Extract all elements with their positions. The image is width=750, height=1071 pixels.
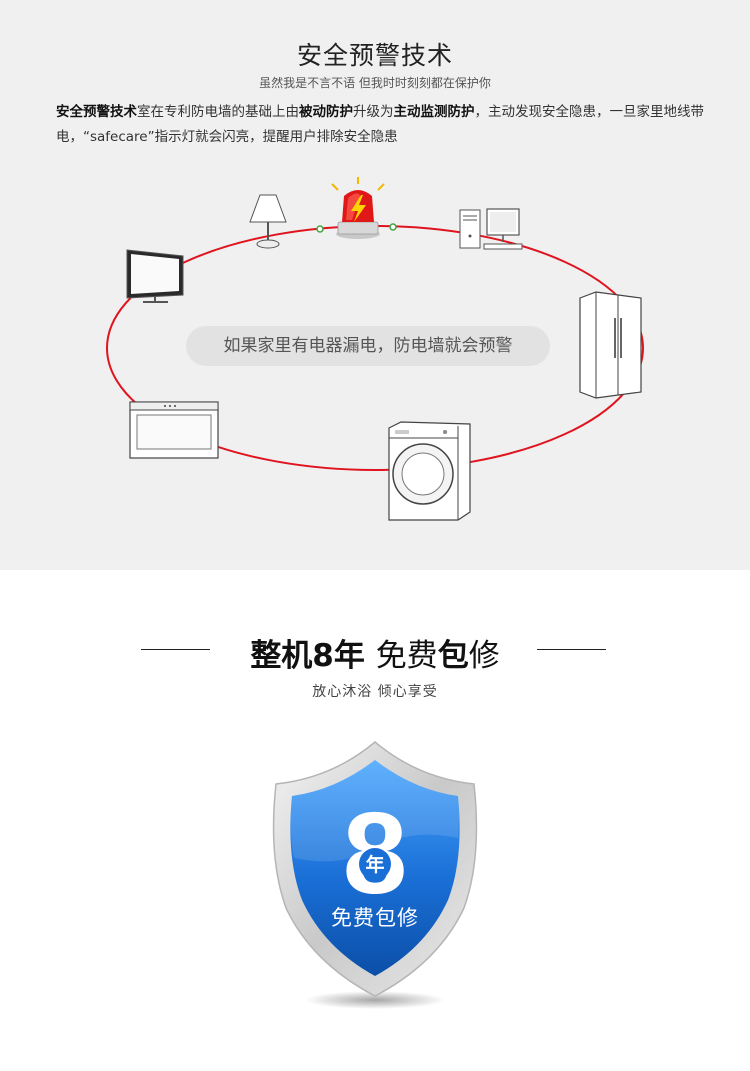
desc-bold-3: 主动监测防护 [393, 104, 475, 120]
safety-subtitle: 虽然我是不言不语 但我时时刻刻都在保护你 [259, 76, 491, 90]
safety-description: 安全预警技术室在专利防电墙的基础上由被动防护升级为主动监测防护，主动发现安全隐患… [56, 100, 706, 150]
title-divider-right [537, 649, 606, 650]
warranty-title-bold-2: 包 [437, 638, 469, 674]
computer-icon [459, 208, 523, 250]
warranty-subtitle: 放心沐浴 倾心享受 [312, 684, 438, 700]
desc-bold-2: 被动防护 [299, 104, 353, 120]
ring-node-right [389, 223, 397, 231]
desc-text-2: 升级为 [353, 104, 394, 120]
range-hood-icon [129, 401, 219, 459]
ring-node-left [316, 225, 324, 233]
safety-title: 安全预警技术 [296, 41, 453, 70]
warranty-title: 整机8年 免费包修 [0, 630, 750, 675]
badge-caption: 免费包修 [331, 906, 419, 930]
alarm-light-icon [331, 177, 385, 239]
refrigerator-icon [579, 291, 642, 399]
warranty-title-light-1: 免费 [375, 638, 438, 674]
warranty-shield-badge: 8 年 免费包修 [262, 738, 488, 1013]
desc-text-1: 室在专利防电墙的基础上由 [137, 104, 299, 120]
shield-icon: 8 年 [272, 741, 478, 1009]
title-divider-left [141, 649, 210, 650]
warranty-title-light-2: 修 [468, 638, 500, 674]
desc-bold-1: 安全预警技术 [56, 104, 137, 120]
lamp-icon [249, 194, 287, 249]
tv-icon [126, 249, 184, 303]
leak-warning-label: 如果家里有电器漏电，防电墙就会预警 [186, 326, 550, 366]
badge-unit: 年 [365, 853, 384, 876]
safety-section: 安全预警技术 虽然我是不言不语 但我时时刻刻都在保护你 安全预警技术室在专利防电… [0, 0, 750, 570]
warranty-title-bold: 整机8年 [250, 638, 365, 674]
appliance-ring-diagram [106, 177, 644, 521]
washing-machine-icon [388, 421, 471, 521]
desc-text-3: ，主动发现安全隐患，一旦家里地线带电，“safecare”指示灯就会闪亮，提醒用… [56, 104, 704, 145]
